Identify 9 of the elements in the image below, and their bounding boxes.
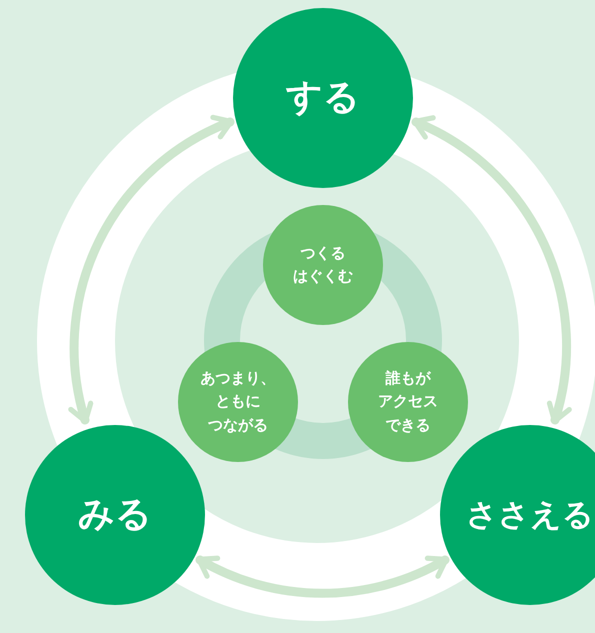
double-arrow: [196, 554, 450, 598]
node-label: ささえる: [466, 496, 594, 535]
double-arrow: [68, 116, 234, 424]
double-arrow: [412, 116, 572, 424]
node-label: みる: [78, 493, 152, 538]
node-label: 誰もがアクセスできる: [378, 368, 438, 436]
node-label: する: [286, 76, 360, 120]
node-label: あつまり、ともにつながる: [200, 368, 276, 436]
node-label: つくるはぐくむ: [293, 242, 353, 287]
